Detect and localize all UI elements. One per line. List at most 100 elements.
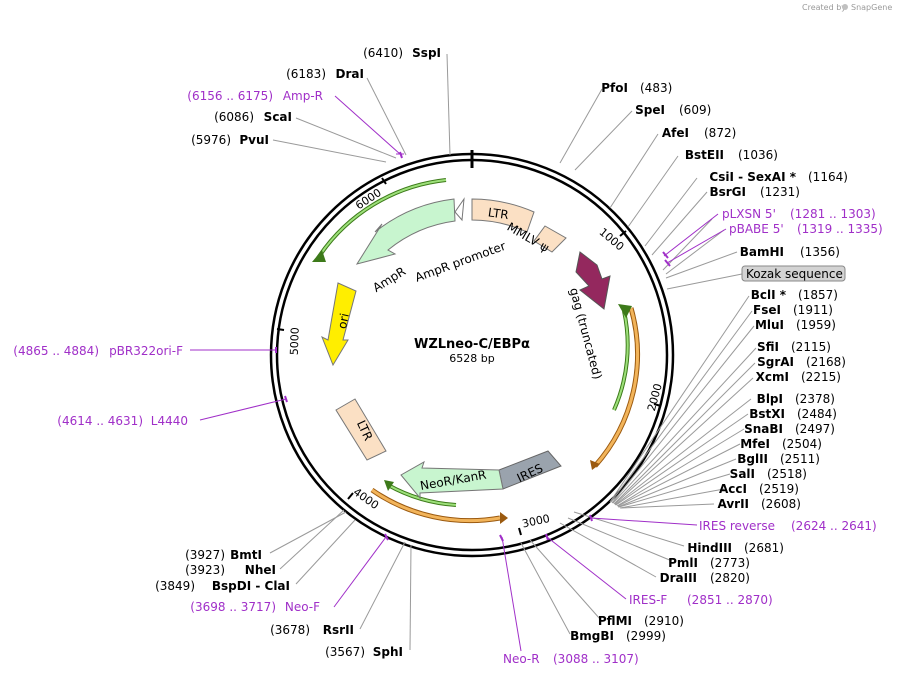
kozak-label: Kozak sequence: [746, 267, 843, 281]
enzyme-mlui-pos: (1959): [796, 318, 836, 332]
kozak-badge: [741, 265, 846, 282]
primer-neo-r-name: Neo-R: [503, 652, 540, 666]
enzyme-bmti-pos: (3927): [185, 548, 225, 562]
orf-ampr-arrowhead: [312, 250, 326, 262]
enzyme-sphi-name: SphI: [373, 645, 403, 659]
enzyme-sgrai-pos: (2168): [806, 355, 846, 369]
enzyme-snabi-pos: (2497): [795, 422, 835, 436]
enzyme-bcli-pos: (1857): [798, 288, 838, 302]
enzyme-csii-sexai-pos: (1164): [808, 170, 848, 184]
feature-mmlv: [533, 225, 567, 253]
enzyme-scai-name: ScaI: [264, 110, 292, 124]
enzyme-scai-pos: (6086): [214, 110, 254, 124]
primer-l4440-name: L4440: [151, 414, 188, 428]
enzyme-bsrgi-pos: (1231): [760, 185, 800, 199]
primer-plxsn-range: (1281 .. 1303): [790, 207, 876, 221]
site-labels: SspI(6410)DraI(6183)ScaI(6086)PvuI(5976)…: [13, 46, 882, 666]
enzyme-draiii-name: DraIII: [660, 571, 697, 585]
orf-orange-arrowhead: [590, 460, 600, 470]
enzyme-snabi-name: SnaBI: [744, 422, 783, 436]
enzyme-afei-pos: (872): [704, 126, 736, 140]
primer-neo-f-range: (3698 .. 3717): [190, 600, 276, 614]
orf-arcs: [316, 178, 640, 524]
primer-ires-f-name: IRES-F: [629, 593, 667, 607]
enzyme-fsei-name: FseI: [753, 303, 781, 317]
feature-ampr-promoter-label: AmpR promoter: [413, 239, 507, 285]
enzyme-afei-name: AfeI: [662, 126, 689, 140]
enzyme-sali-name: SalI: [730, 467, 755, 481]
enzyme-bsteii-name: BstEII: [685, 148, 724, 162]
primer-lines: [190, 95, 727, 652]
enzyme-mlui-name: MluI: [755, 318, 784, 332]
enzyme-bsteii-pos: (1036): [738, 148, 778, 162]
enzyme-nhei-name: NheI: [245, 563, 276, 577]
orf-green-arrowhead: [618, 304, 632, 318]
feature-ltr-bottom: [335, 398, 387, 461]
primer-pbabe-range: (1319 .. 1335): [797, 222, 883, 236]
enzyme-bmti-name: BmtI: [230, 548, 262, 562]
primer-l4440-range: (4614 .. 4631): [57, 414, 143, 428]
enzyme-bstxi-name: BstXI: [749, 407, 785, 421]
feature-ampr-label: AmpR: [370, 264, 408, 295]
primer-amp-r-name: Amp-R: [283, 89, 323, 103]
enzyme-nhei-pos: (3923): [185, 563, 225, 577]
enzyme-csii-sexai-name: CsiI - SexAI *: [709, 170, 796, 184]
enzyme-mfei-name: MfeI: [740, 437, 770, 451]
enzyme-avrii-name: AvrII: [717, 497, 749, 511]
orf-neo-orange-arrowhead: [500, 512, 508, 524]
feature-ori: [321, 282, 357, 367]
tick-label-5000: 5000: [288, 327, 302, 355]
enzyme-spei-pos: (609): [679, 103, 711, 117]
orf-orange-right-arc: [593, 307, 640, 468]
tick-label-4000: 4000: [351, 485, 381, 512]
enzyme-pflmi-name: PflMI: [598, 614, 632, 628]
enzyme-avrii-pos: (2608): [761, 497, 801, 511]
enzyme-rsrii-pos: (3678): [270, 623, 310, 637]
enzyme-pvui-name: PvuI: [239, 133, 269, 147]
primer-neo-r-range: (3088 .. 3107): [553, 652, 639, 666]
enzyme-pflmi-pos: (2910): [644, 614, 684, 628]
enzyme-hindiii-pos: (2681): [744, 541, 784, 555]
enzyme-bstxi-pos: (2484): [797, 407, 837, 421]
enzyme-sspi-name: SspI: [412, 46, 441, 60]
tick-label-3000: 3000: [521, 512, 551, 531]
primer-ires-f-range: (2851 .. 2870): [687, 593, 773, 607]
credit-brand: SnapGene: [851, 3, 892, 12]
primer-pbabe-name: pBABE 5': [729, 222, 784, 236]
enzyme-acci-name: AccI: [719, 482, 747, 496]
primer-pbr322ori-f-name: pBR322ori-F: [109, 344, 183, 358]
primer-ires-reverse-name: IRES reverse: [699, 519, 775, 533]
plasmid-name: WZLneo-C/EBPα: [414, 337, 530, 352]
enzyme-drai-name: DraI: [336, 67, 364, 81]
enzyme-pvui-pos: (5976): [191, 133, 231, 147]
enzyme-blpi-name: BlpI: [757, 392, 783, 406]
enzyme-xcmi-name: XcmI: [756, 370, 789, 384]
enzyme-bglii-name: BglII: [737, 452, 768, 466]
primer-neo-f-name: Neo-F: [285, 600, 320, 614]
feature-ltr-top-label: LTR: [487, 205, 509, 222]
enzyme-sfii-name: SfiI: [757, 340, 779, 354]
tick-marks: [276, 177, 662, 536]
enzyme-sali-pos: (2518): [767, 467, 807, 481]
credit-text: Created by: [802, 3, 846, 12]
enzyme-hindiii-name: HindIII: [687, 541, 732, 555]
snapgene-logo-icon: [842, 4, 848, 10]
enzyme-bamhi-name: BamHI: [740, 245, 784, 259]
enzyme-pfoi-pos: (483): [640, 81, 672, 95]
leader-lines: [269, 53, 757, 651]
enzyme-bspdi-clai-name: BspDI - ClaI: [212, 579, 290, 593]
orf-neo-green-arrowhead: [384, 480, 394, 491]
enzyme-xcmi-pos: (2215): [801, 370, 841, 384]
enzyme-acci-pos: (2519): [759, 482, 799, 496]
enzyme-bspdi-clai-pos: (3849): [155, 579, 195, 593]
enzyme-sgrai-name: SgrAI: [757, 355, 794, 369]
enzyme-fsei-pos: (1911): [793, 303, 833, 317]
feature-ampr-promoter: [454, 197, 465, 222]
primer-pbr322ori-f-range: (4865 .. 4884): [13, 344, 99, 358]
enzyme-sfii-pos: (2115): [791, 340, 831, 354]
enzyme-bmgbi-pos: (2999): [626, 629, 666, 643]
primer-plxsn-name: pLXSN 5': [722, 207, 776, 221]
feature-ori-label: ori: [335, 312, 352, 330]
enzyme-spei-name: SpeI: [635, 103, 665, 117]
enzyme-pmli-name: PmlI: [668, 556, 698, 570]
